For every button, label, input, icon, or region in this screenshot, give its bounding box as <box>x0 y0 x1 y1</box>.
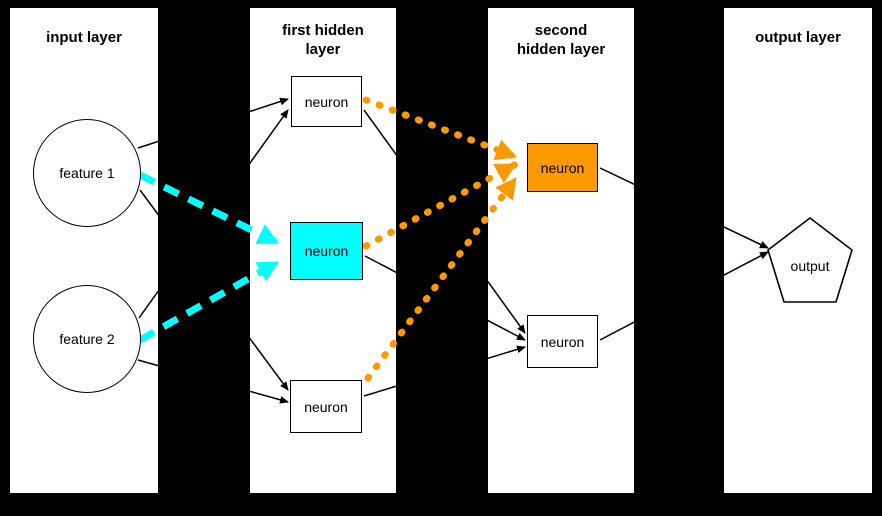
node-hidden1-bottom-label: neuron <box>304 398 348 415</box>
node-hidden1-mid-highlighted[interactable]: neuron <box>290 222 363 280</box>
pentagon-shape <box>767 216 853 303</box>
panel-input-layer: input layer <box>10 8 158 493</box>
panel-title-second-hidden-layer-line1: second <box>534 22 588 39</box>
panel-second-hidden-layer: second hidden layer <box>488 8 634 493</box>
panel-title-output-layer: output layer <box>755 29 841 46</box>
node-output[interactable]: output <box>762 212 858 312</box>
panel-title-second-hidden-layer-line2: hidden layer <box>516 41 606 58</box>
node-hidden2-bottom[interactable]: neuron <box>527 315 598 368</box>
panel-title-first-hidden-layer-line2: layer <box>305 41 341 58</box>
node-output-label: output <box>790 258 830 274</box>
node-hidden1-top[interactable]: neuron <box>291 76 362 127</box>
node-hidden1-bottom[interactable]: neuron <box>290 380 362 433</box>
panel-title-first-hidden-layer-line1: first hidden <box>282 22 364 39</box>
node-feature-2-label: feature 2 <box>59 331 115 347</box>
node-feature-1-label: feature 1 <box>59 165 115 181</box>
panel-title-input-layer: input layer <box>46 29 122 46</box>
node-hidden1-top-label: neuron <box>304 93 349 110</box>
node-hidden2-top-label: neuron <box>540 159 585 176</box>
node-hidden1-mid-label: neuron <box>304 243 349 259</box>
node-feature-2[interactable]: feature 2 <box>33 285 141 393</box>
node-feature-1[interactable]: feature 1 <box>33 119 141 227</box>
node-hidden2-bottom-label: neuron <box>540 333 585 350</box>
node-hidden2-top-highlighted[interactable]: neuron <box>527 143 598 192</box>
